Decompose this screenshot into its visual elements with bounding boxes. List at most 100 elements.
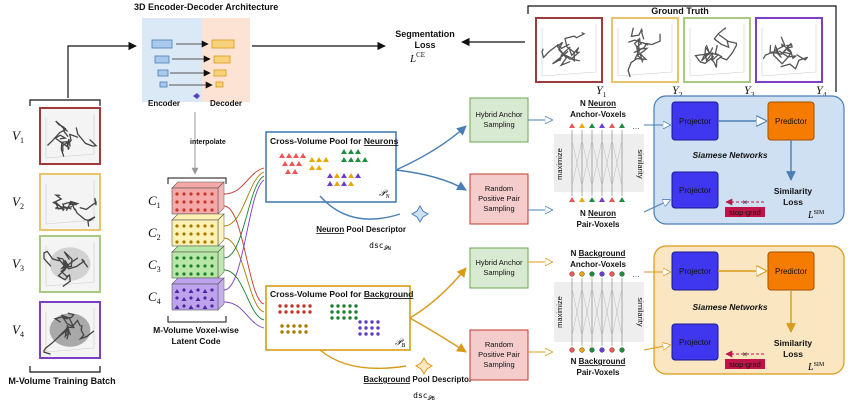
latent-voxel-dot: [196, 288, 200, 292]
cube-side-face: [217, 213, 225, 247]
background-pool-dot: [302, 304, 306, 308]
training-volume-label-4: V4: [12, 322, 24, 339]
voxel-marker: [619, 271, 625, 277]
background-pool-dot: [348, 304, 352, 308]
top-stop-grad-x-icon: ×: [743, 198, 748, 207]
voxel-marker: [599, 197, 605, 202]
bg-descriptor-symbol: dsc𝒫B: [413, 391, 435, 402]
voxel-marker: [589, 197, 595, 202]
latent-voxel-mark: [181, 297, 187, 301]
latent-voxel-dot: [182, 240, 186, 244]
bottom-loss-line1: Similarity: [774, 338, 813, 348]
latent-label-1: C1: [148, 193, 161, 210]
neuron-pool-triangle: [355, 157, 361, 162]
batch-to-encoder-arrow: [67, 41, 137, 98]
latent-voxel-dot: [210, 200, 214, 204]
voxel-marker: [609, 347, 615, 353]
neuron-descriptor-curve: [319, 195, 401, 220]
latent-voxel-dot: [175, 200, 179, 204]
background-pool-dot: [364, 320, 368, 324]
latent-voxel-dot: [203, 296, 207, 300]
neuron-pool-triangle: [348, 149, 354, 154]
latent-voxel-dot: [196, 208, 200, 212]
neuron-branch: [61, 315, 75, 340]
neuron-branch: [43, 250, 60, 267]
training-volume-label-2: V2: [12, 194, 24, 211]
neuron-branch: [710, 45, 723, 68]
neuron-pool-triangle: [348, 157, 354, 162]
top-loss-line2: Loss: [783, 197, 803, 207]
background-pool-dot: [292, 330, 296, 334]
cube-front-face: [171, 219, 219, 247]
batch-bottom-bracket: [29, 366, 101, 373]
latent-caption-line1: M-Volume Voxel-wise: [153, 325, 239, 335]
neuron-pool-triangle: [286, 153, 292, 158]
cube-front-face: [171, 283, 219, 311]
background-pool-dot: [308, 304, 312, 308]
latent-voxel-mark: [188, 305, 194, 309]
neuron-pool-triangle: [309, 165, 315, 170]
neuron-branch: [64, 258, 89, 270]
bg-maximize-label: maximize: [555, 296, 564, 328]
neuron-branch: [704, 45, 720, 61]
neuron-branch: [61, 314, 81, 328]
latent-voxel-dot: [189, 232, 193, 236]
background-pool-dot: [278, 304, 282, 308]
encoder-stack: [151, 39, 173, 88]
latent-voxel-mark: [174, 305, 180, 309]
background-pool-dot: [336, 310, 340, 314]
neuron-random-line1: Random: [485, 184, 513, 193]
neuron-pool-triangle: [341, 181, 347, 186]
latent-voxel-dot: [175, 208, 179, 212]
neuron-branch: [65, 200, 80, 211]
neuron-pool-triangle: [316, 157, 322, 162]
seg-loss-line2: Loss: [414, 40, 435, 50]
connector-to-background-pool-4: [223, 301, 265, 329]
background-pool-symbol: 𝒫B: [395, 337, 406, 349]
background-pool-dot: [370, 332, 374, 336]
latent-voxel-dot: [203, 224, 207, 228]
neuron-pool-triangle: [293, 153, 299, 158]
neuron-branch: [56, 256, 70, 268]
latent-voxel-mark: [202, 305, 208, 309]
neuron-voxel-panel: [554, 134, 644, 192]
latent-to-pool-connectors: [223, 167, 265, 329]
neuron-branch: [778, 43, 797, 60]
latent-cube-4: [171, 277, 225, 311]
bg-voxel-panel: [554, 282, 644, 342]
bg-descriptor-star-icon: [415, 357, 433, 375]
voxel-marker: [569, 197, 575, 202]
background-pool-dot: [370, 320, 374, 324]
latent-cube-2: [171, 213, 225, 247]
voxel-cross-link: [571, 287, 583, 337]
ground-truth-title: Ground Truth: [651, 6, 709, 16]
skip-connection-arrows: [169, 40, 213, 89]
neuron-anchor-line2: Anchor-Voxels: [570, 110, 626, 119]
latent-top-bracket: [167, 177, 227, 184]
bottom-stop-grad-x-icon: ×: [743, 350, 748, 359]
background-pool-dot: [304, 324, 308, 328]
cube-front-face: [171, 251, 219, 279]
background-voxels: N Background Anchor-Voxels … maximize si…: [554, 249, 645, 377]
bg-random-line2: Positive Pair: [478, 350, 520, 359]
latent-voxel-dot: [210, 192, 214, 196]
neuron-branch: [630, 27, 645, 40]
voxel-marker: [579, 271, 585, 277]
latent-voxel-dot: [196, 232, 200, 236]
neuron-pool-triangle: [309, 157, 315, 162]
neuron-descriptor-symbol: dsc𝒫N: [369, 241, 391, 252]
bg-random-pair-box: [469, 329, 529, 381]
neuron-branch: [780, 54, 809, 70]
voxel-ellipsis: …: [632, 270, 640, 279]
bottom-projector-lower-box: [671, 323, 719, 361]
cube-side-face: [217, 277, 225, 311]
training-volume-label-3: V3: [12, 256, 24, 273]
cube-top-face: [171, 245, 225, 253]
top-loss-line1: Similarity: [774, 186, 813, 196]
neuron-pool-triangle: [292, 169, 298, 174]
top-predictor-label: Predictor: [775, 117, 807, 126]
latent-voxel-dot: [182, 272, 186, 276]
latent-voxel-dot: [196, 192, 200, 196]
background-pool-dot: [278, 310, 282, 314]
background-pool-dot: [358, 320, 362, 324]
